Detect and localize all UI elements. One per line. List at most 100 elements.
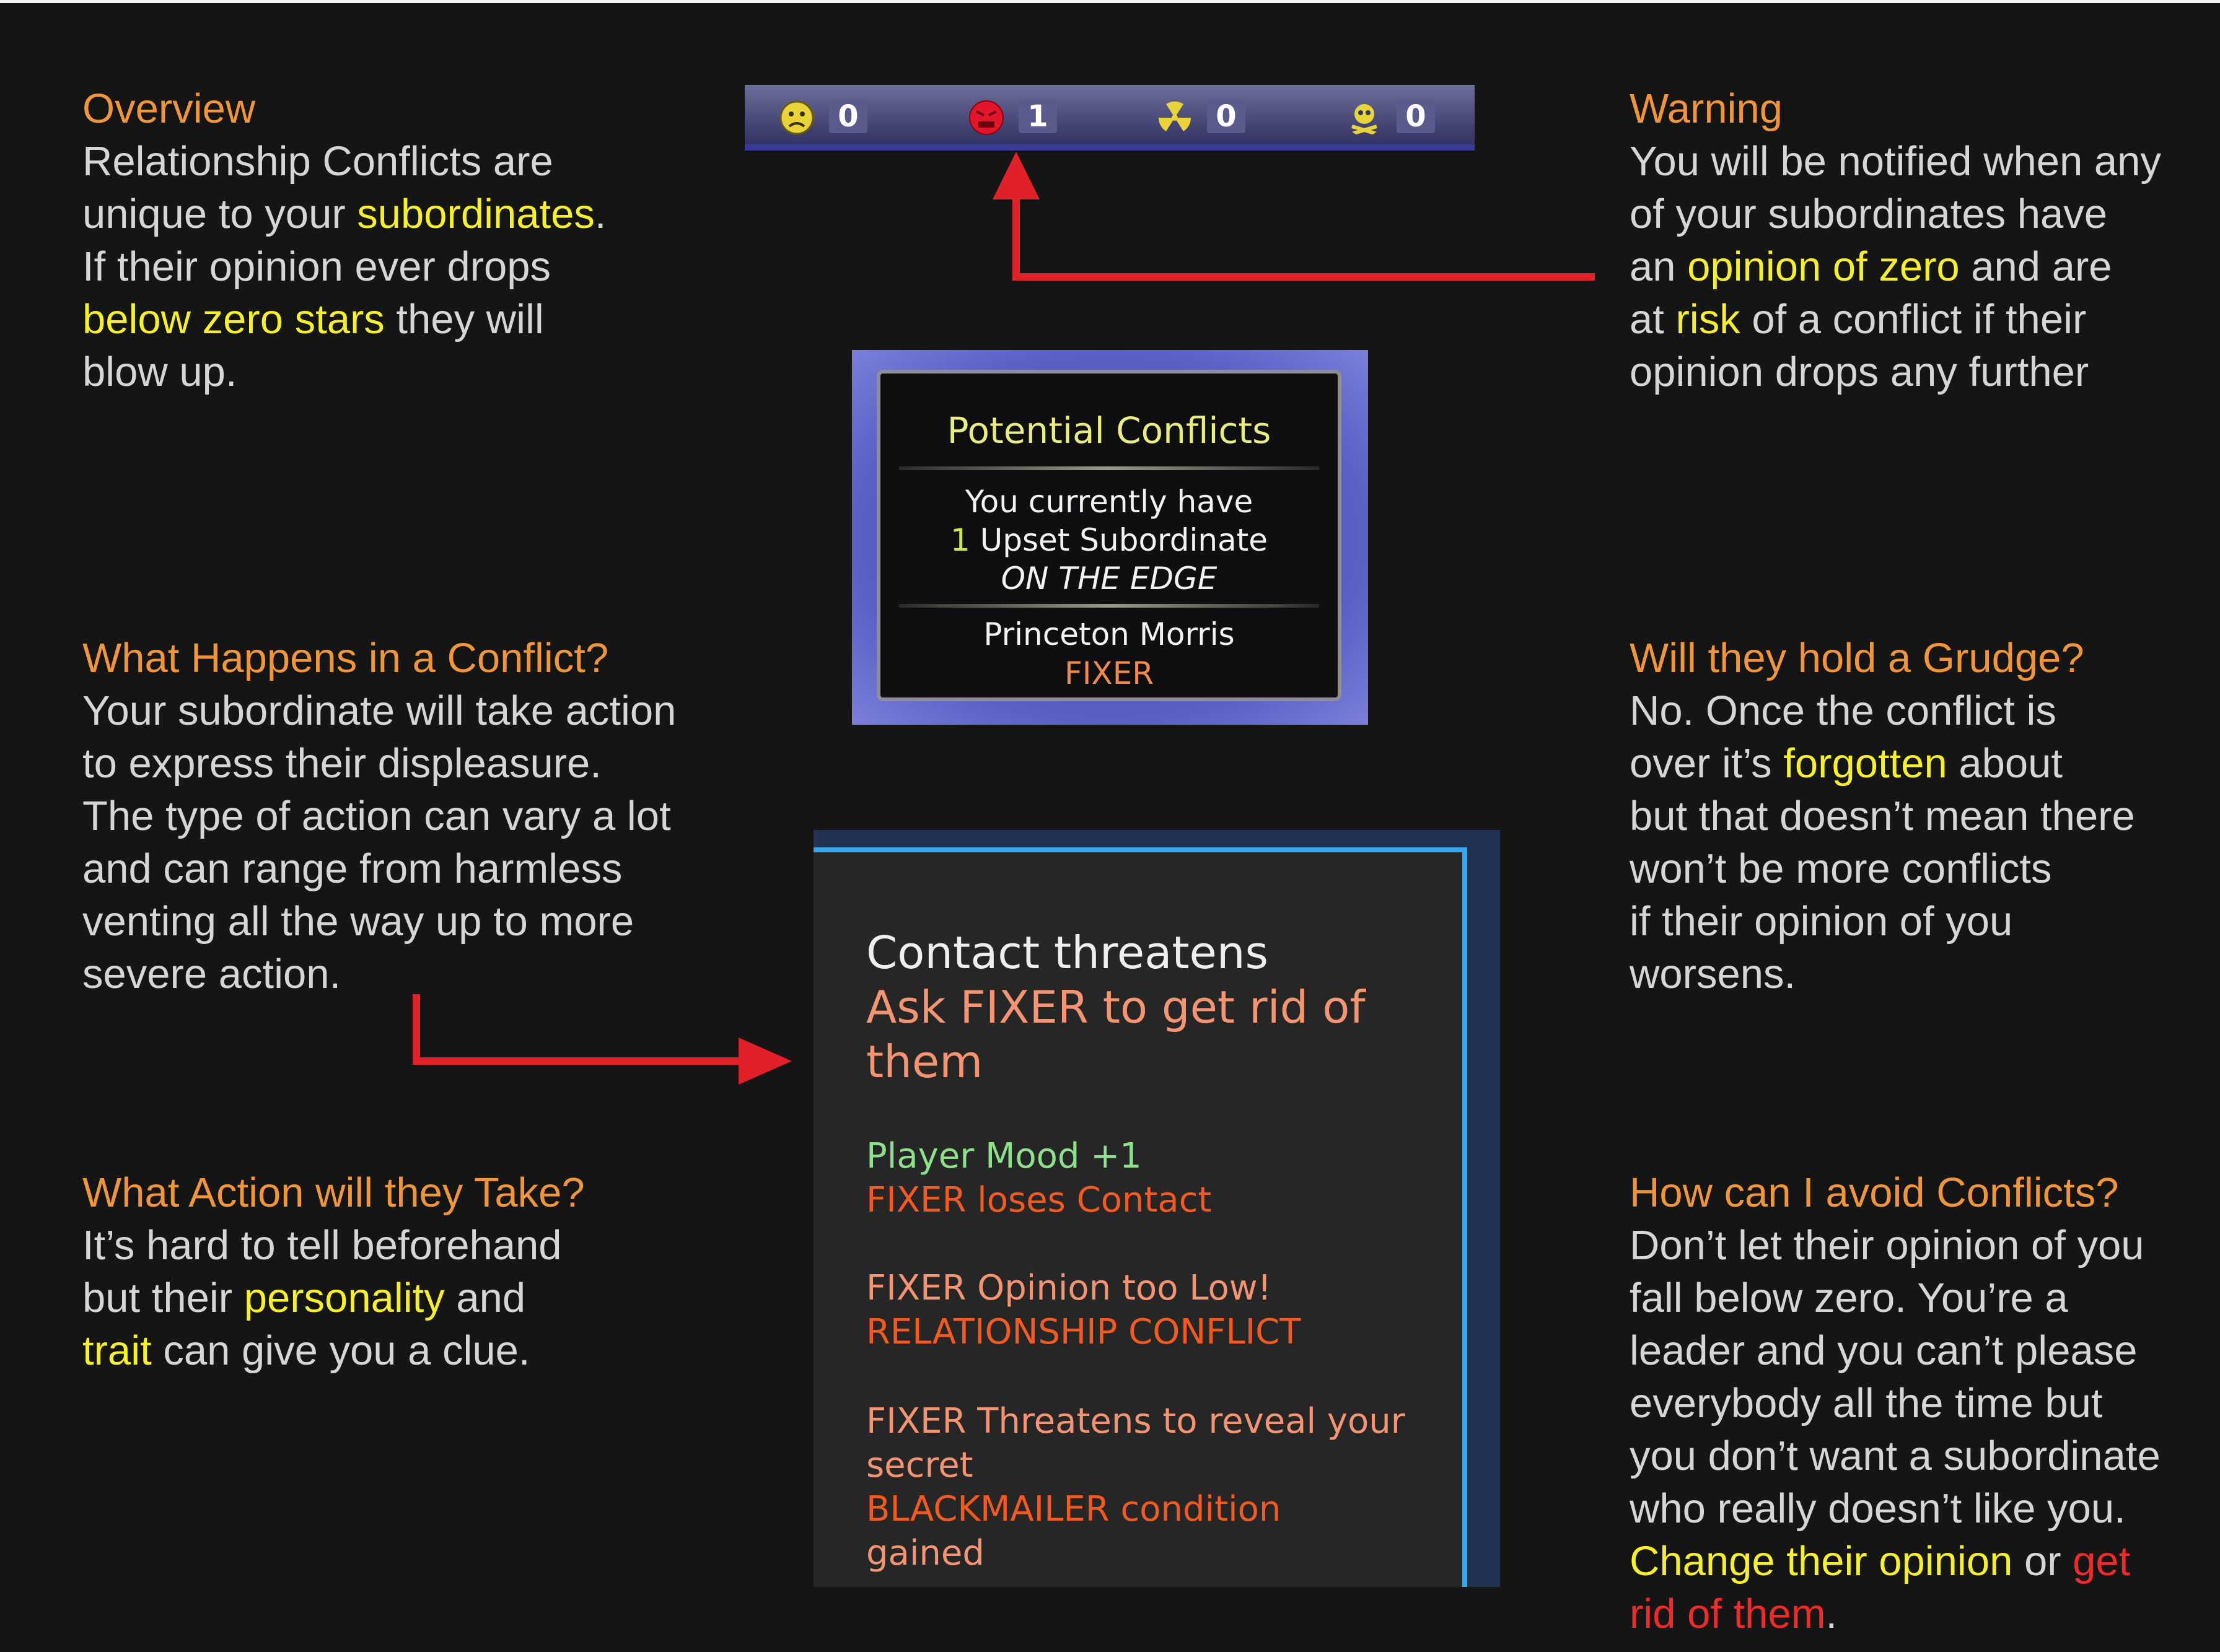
highlight-rid-of-them: rid of them (1630, 1591, 1826, 1637)
highlight-opinion-zero: opinion of zero (1687, 243, 1960, 290)
grudge-line: worsens. (1630, 951, 1796, 997)
overview-heading: Overview (82, 85, 256, 132)
grudge-line: if their opinion of you (1630, 898, 2013, 945)
text-span: and are (1959, 243, 2112, 290)
avoid-line: you don’t want a subordinate (1630, 1433, 2161, 1479)
what-happens-line: to express their displeasure. (82, 740, 602, 787)
highlight-below-zero: below zero stars (82, 296, 385, 343)
warning-arrow-line (1012, 197, 1595, 281)
text-span: they will (384, 296, 544, 343)
action-line: It’s hard to tell beforehand (82, 1222, 562, 1269)
highlight-forgotten: forgotten (1783, 740, 1947, 787)
highlight-personality: personality (243, 1275, 445, 1321)
status-item-radiation[interactable]: 0 (1141, 97, 1259, 134)
grudge-line: won’t be more conflicts (1630, 846, 2052, 892)
fixer-threat-1: FIXER Threatens to reveal your (866, 1401, 1405, 1441)
highlight-trait: trait (82, 1327, 152, 1374)
overview-line: If their opinion ever drops (82, 243, 551, 290)
what-happens-section: What Happens in a Conflict? Your subordi… (82, 632, 776, 1000)
avoid-line: leader and you can’t please (1630, 1327, 2138, 1374)
status-bar: 0 1 0 0 (745, 85, 1475, 151)
overview-line: unique to your subordinates. (82, 188, 776, 240)
warning-arrow-head (993, 152, 1040, 199)
what-happens-line: and can range from harmless (82, 846, 623, 892)
text-span: and (444, 1275, 526, 1321)
warning-line: at risk of a conflict if their (1630, 293, 2220, 346)
angry-count: 1 (1019, 100, 1057, 133)
text-span: at (1630, 296, 1676, 343)
avoid-line: everybody all the time but (1630, 1380, 2103, 1427)
blackmailer-1: BLACKMAILER condition (866, 1489, 1281, 1529)
warning-heading: Warning (1630, 85, 1783, 132)
action-heading: What Action will they Take? (82, 1169, 585, 1216)
fixer-opinion-low: FIXER Opinion too Low! (866, 1268, 1271, 1308)
action-line: trait can give you a clue. (82, 1324, 776, 1377)
grudge-heading: Will they hold a Grudge? (1630, 635, 2084, 681)
divider (899, 604, 1319, 608)
contact-event-panel: Contact threatens Ask FIXER to get rid o… (814, 830, 1500, 1587)
divider (899, 466, 1319, 470)
warning-line: You will be notified when any (1630, 138, 2161, 185)
contact-event-frame: Contact threatens Ask FIXER to get rid o… (814, 847, 1467, 1587)
player-mood: Player Mood +1 (866, 1136, 1142, 1176)
grudge-line: over it’s forgotten about (1630, 737, 2220, 790)
warning-section: Warning You will be notified when any of… (1630, 82, 2220, 398)
pc-line-2: 1 Upset Subordinate (880, 522, 1338, 558)
avoid-line: fall below zero. You’re a (1630, 1275, 2068, 1321)
overview-line: below zero stars they will (82, 293, 776, 346)
contact-subtitle-2: them (866, 1036, 983, 1088)
what-happens-line: Your subordinate will take action (82, 688, 677, 734)
text-span: but their (82, 1275, 244, 1321)
overview-line: Relationship Conflicts are (82, 138, 553, 185)
warning-line: opinion drops any further (1630, 349, 2089, 395)
subordinate-name: Princeton Morris (983, 616, 1235, 652)
angry-face-icon (969, 100, 1004, 135)
avoid-heading: How can I avoid Conflicts? (1630, 1169, 2119, 1216)
pc-line-1: You currently have (965, 484, 1253, 520)
status-item-angry[interactable]: 1 (953, 97, 1071, 135)
conflict-arrow-line (413, 994, 744, 1065)
text-span: about (1947, 740, 2063, 787)
top-border (0, 0, 2220, 3)
avoid-line: who really doesn’t like you. (1630, 1485, 2126, 1532)
fixer-threat-2: secret (866, 1445, 973, 1485)
text-span: . (594, 191, 607, 237)
sad-count: 0 (829, 100, 867, 133)
text-span: of a conflict if their (1740, 296, 2087, 343)
highlight-change-opinion: Change their opinion (1630, 1538, 2013, 1584)
text-span: . (1825, 1591, 1838, 1637)
fixer-loses-contact: FIXER loses Contact (866, 1180, 1212, 1220)
what-happens-line: severe action. (82, 951, 341, 997)
relationship-conflict: RELATIONSHIP CONFLICT (866, 1312, 1301, 1352)
contact-title: Contact threatens (866, 927, 1268, 979)
grudge-section: Will they hold a Grudge? No. Once the co… (1630, 632, 2220, 1000)
skull-icon (1351, 104, 1377, 136)
what-happens-line: The type of action can vary a lot (82, 793, 671, 839)
overview-line: blow up. (82, 349, 237, 395)
grudge-line: No. Once the conflict is (1630, 688, 2056, 734)
what-happens-heading: What Happens in a Conflict? (82, 635, 609, 681)
overview-section: Overview Relationship Conflicts are uniq… (82, 82, 776, 398)
action-section: What Action will they Take? It’s hard to… (82, 1166, 776, 1377)
avoid-line: rid of them. (1630, 1588, 2220, 1640)
grudge-line: but that doesn’t mean there (1630, 793, 2135, 839)
text-span: over it’s (1630, 740, 1784, 787)
radiation-icon (1158, 101, 1191, 131)
subordinate-role: FIXER (1064, 655, 1154, 691)
avoid-section: How can I avoid Conflicts? Don’t let the… (1630, 1166, 2220, 1640)
sad-face-icon (779, 100, 814, 135)
text-span: or (2012, 1538, 2073, 1584)
text-span: can give you a clue. (151, 1327, 530, 1374)
skull-count: 0 (1397, 100, 1435, 133)
text-span: an (1630, 243, 1688, 290)
highlight-subordinates: subordinates (357, 191, 595, 237)
avoid-line: Don’t let their opinion of you (1630, 1222, 2144, 1269)
status-item-skull[interactable]: 0 (1331, 97, 1449, 136)
contact-subtitle-1: Ask FIXER to get rid of (866, 981, 1366, 1033)
text-span: unique to your (82, 191, 358, 237)
potential-conflicts-panel[interactable]: Potential Conflicts You currently have 1… (852, 350, 1368, 725)
warning-line: of your subordinates have (1630, 191, 2107, 237)
text-span: Upset Subordinate (970, 522, 1268, 558)
status-item-sad[interactable]: 0 (763, 97, 881, 135)
